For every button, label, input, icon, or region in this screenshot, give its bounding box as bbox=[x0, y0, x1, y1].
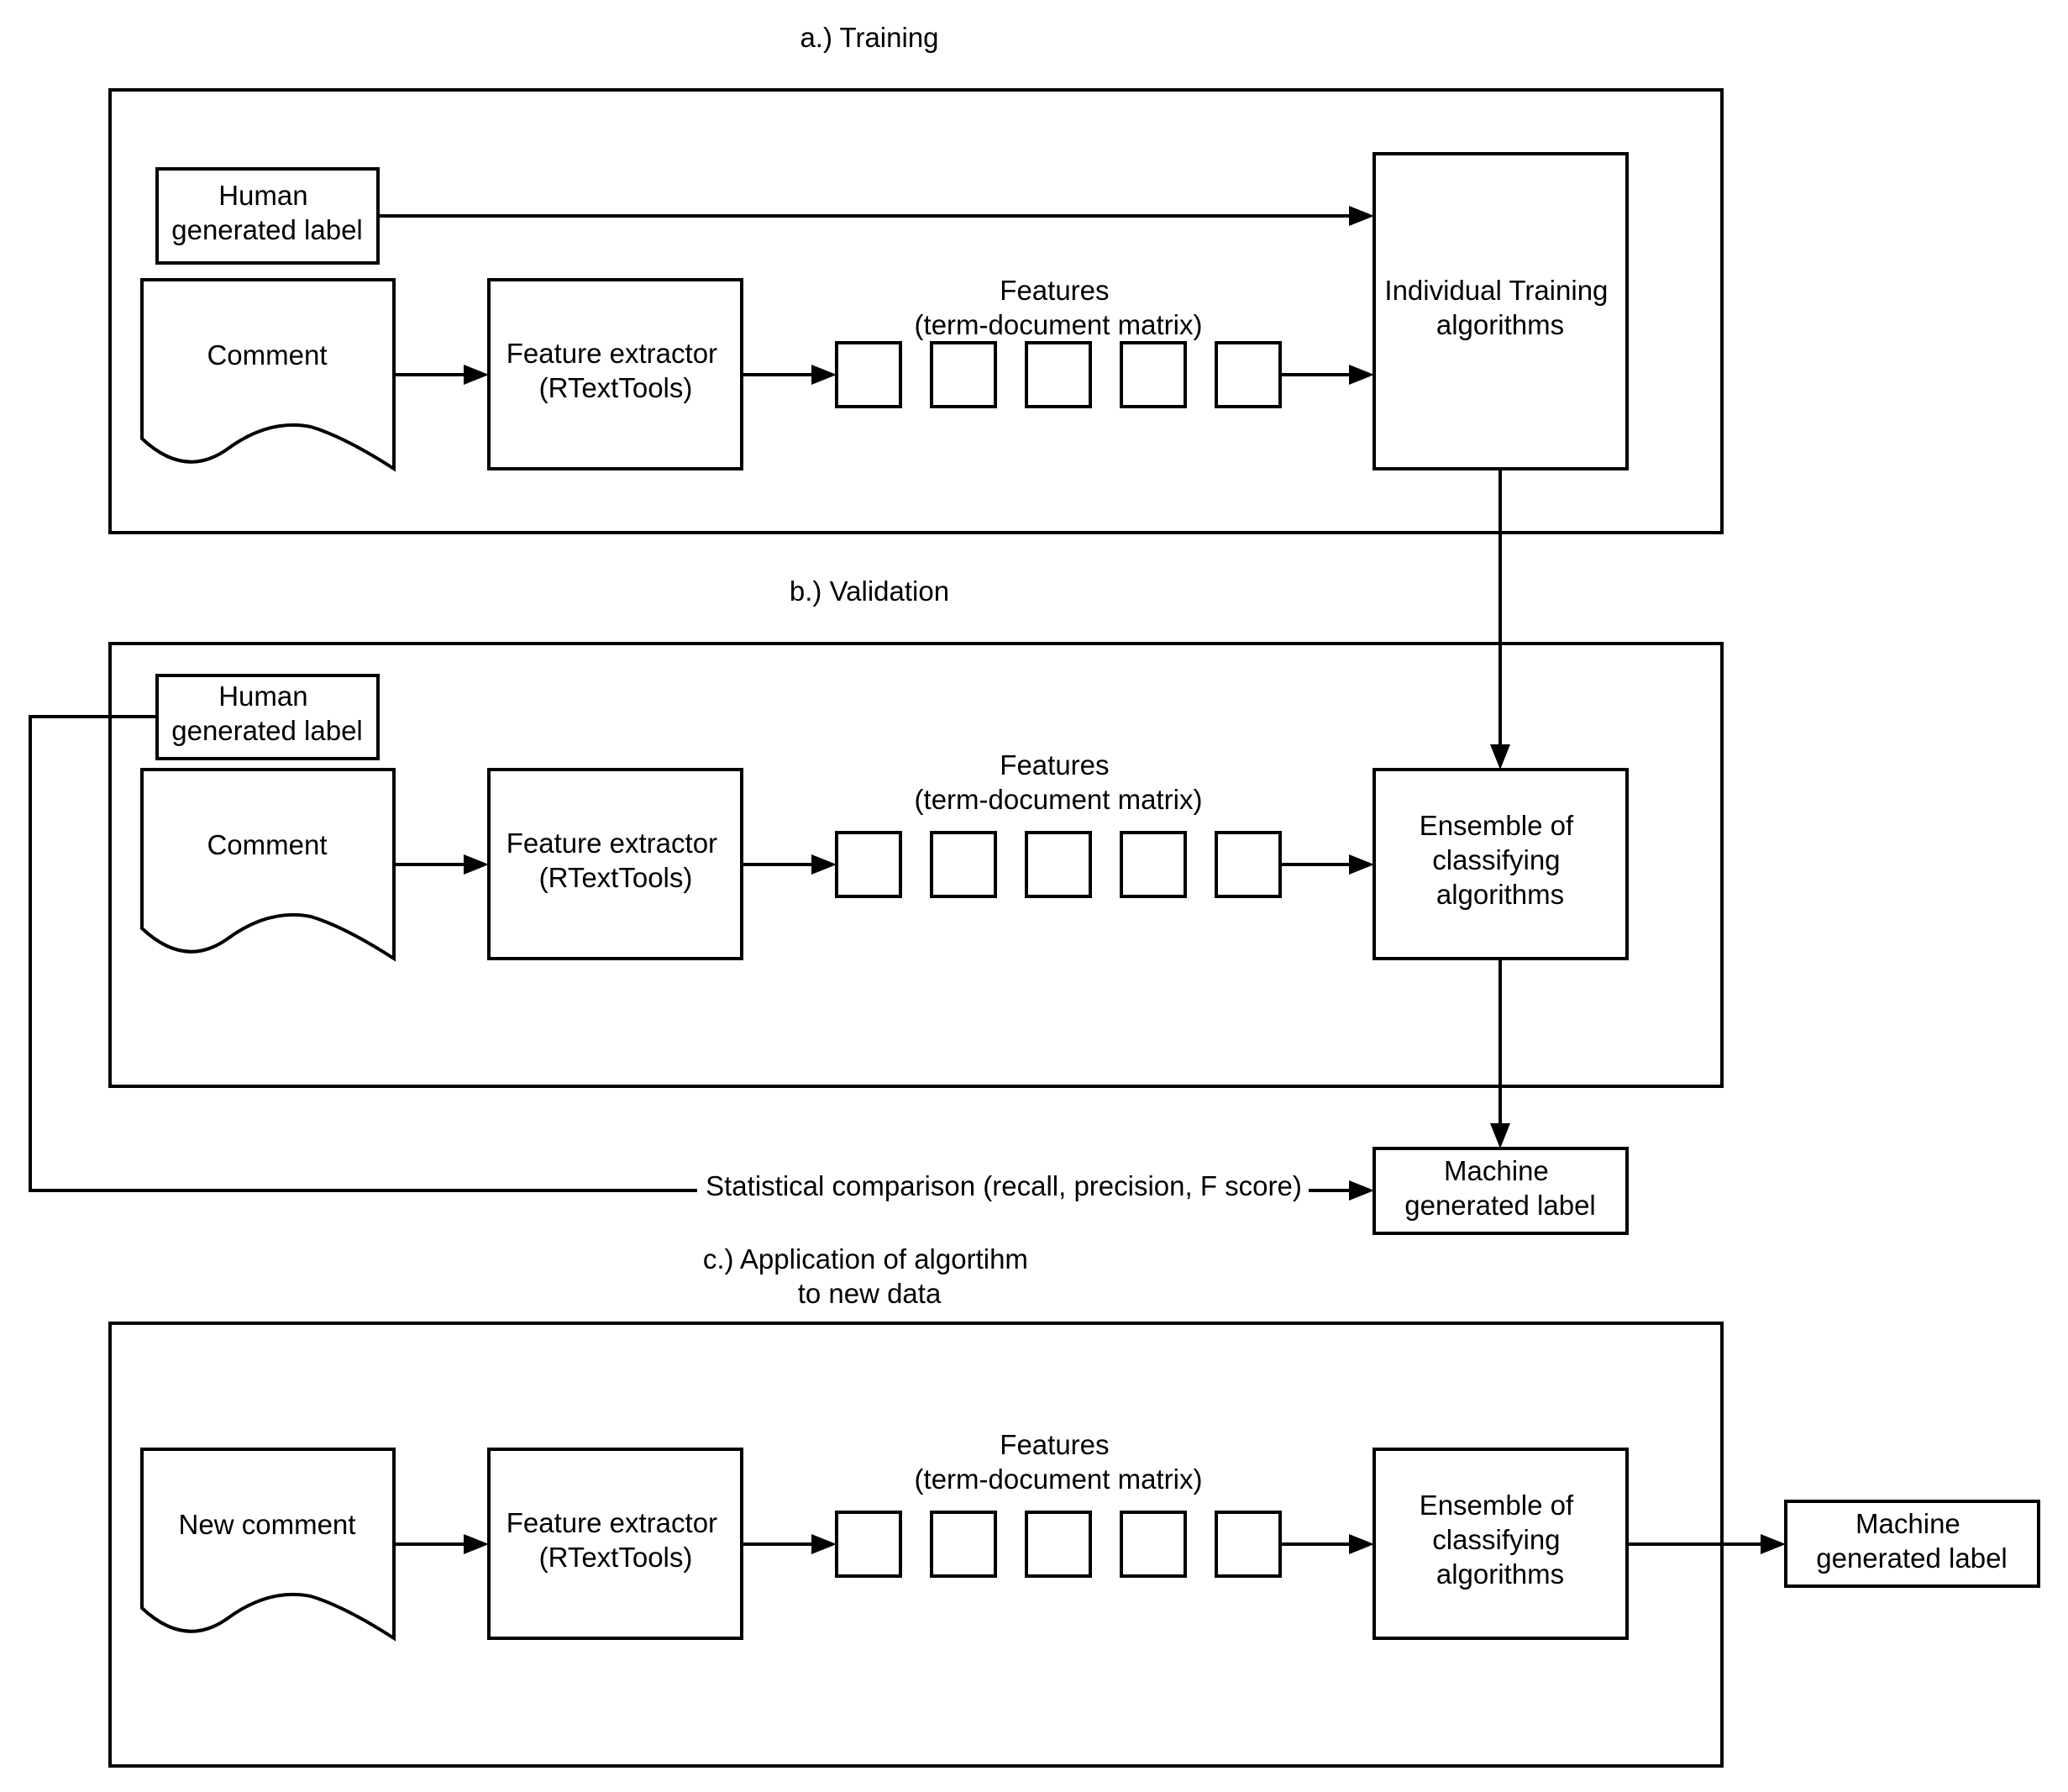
application-arrows bbox=[394, 1534, 1786, 1554]
training-arrows bbox=[378, 206, 1510, 770]
training-comment-document bbox=[140, 278, 396, 472]
application-feature-cell bbox=[1120, 1511, 1187, 1578]
training-human-label-box bbox=[155, 167, 380, 265]
validation-machine-label-box bbox=[1373, 1147, 1629, 1235]
validation-feature-cell bbox=[835, 831, 902, 898]
application-feature-extractor-text: Feature extractor (RTextTools) bbox=[507, 1507, 725, 1573]
training-feature-cell bbox=[1120, 341, 1187, 408]
training-frame bbox=[108, 88, 1724, 534]
application-feature-matrix bbox=[835, 1511, 1282, 1578]
application-machine-label-text: Machine generated label bbox=[1816, 1508, 2008, 1574]
training-feature-cell bbox=[1025, 341, 1092, 408]
training-feature-extractor-text: Feature extractor (RTextTools) bbox=[507, 338, 725, 403]
validation-comment-text: Comment bbox=[207, 829, 327, 860]
training-title: a.) Training bbox=[800, 22, 938, 53]
training-algorithms-text: Individual Training algorithms bbox=[1384, 275, 1615, 340]
training-feature-cell bbox=[930, 341, 997, 408]
validation-ensemble-text: Ensemble of classifying algorithms bbox=[1420, 810, 1582, 910]
application-feature-cell bbox=[1025, 1511, 1092, 1578]
validation-ensemble-box bbox=[1373, 768, 1629, 960]
validation-feature-extractor-box bbox=[487, 768, 743, 960]
training-feature-extractor-box bbox=[487, 278, 743, 470]
validation-feature-cell bbox=[1215, 831, 1282, 898]
application-feature-cell bbox=[835, 1511, 902, 1578]
validation-feature-extractor-text: Feature extractor (RTextTools) bbox=[507, 828, 725, 893]
validation-feature-matrix bbox=[835, 831, 1282, 898]
validation-title: b.) Validation bbox=[790, 575, 949, 607]
statistical-comparison-label: Statistical comparison (recall, precisio… bbox=[706, 1170, 1302, 1201]
validation-frame bbox=[108, 642, 1724, 1088]
application-ensemble-text: Ensemble of classifying algorithms bbox=[1420, 1490, 1582, 1590]
validation-machine-label-text: Machine generated label bbox=[1404, 1155, 1596, 1221]
validation-human-label-text: Human generated label bbox=[171, 681, 363, 746]
validation-features-label: Features (term-document matrix) bbox=[915, 749, 1203, 815]
training-features-label: Features (term-document matrix) bbox=[915, 275, 1203, 340]
application-comment-text: New comment bbox=[179, 1509, 356, 1540]
validation-comment-document bbox=[140, 768, 396, 962]
training-human-label-text: Human generated label bbox=[171, 180, 363, 245]
application-feature-cell bbox=[1215, 1511, 1282, 1578]
validation-feature-cell bbox=[930, 831, 997, 898]
application-feature-cell bbox=[930, 1511, 997, 1578]
application-machine-label-box bbox=[1784, 1500, 2040, 1588]
validation-feature-cell bbox=[1120, 831, 1187, 898]
application-features-label: Features (term-document matrix) bbox=[915, 1429, 1203, 1495]
application-ensemble-box bbox=[1373, 1448, 1629, 1640]
application-title: c.) Application of algortihm to new data bbox=[703, 1243, 1036, 1309]
training-feature-cell bbox=[835, 341, 902, 408]
application-comment-document bbox=[140, 1448, 396, 1642]
validation-arrows bbox=[29, 715, 1510, 1201]
training-comment-text: Comment bbox=[207, 339, 327, 370]
training-feature-matrix bbox=[835, 341, 1282, 408]
validation-feature-cell bbox=[1025, 831, 1092, 898]
training-feature-cell bbox=[1215, 341, 1282, 408]
